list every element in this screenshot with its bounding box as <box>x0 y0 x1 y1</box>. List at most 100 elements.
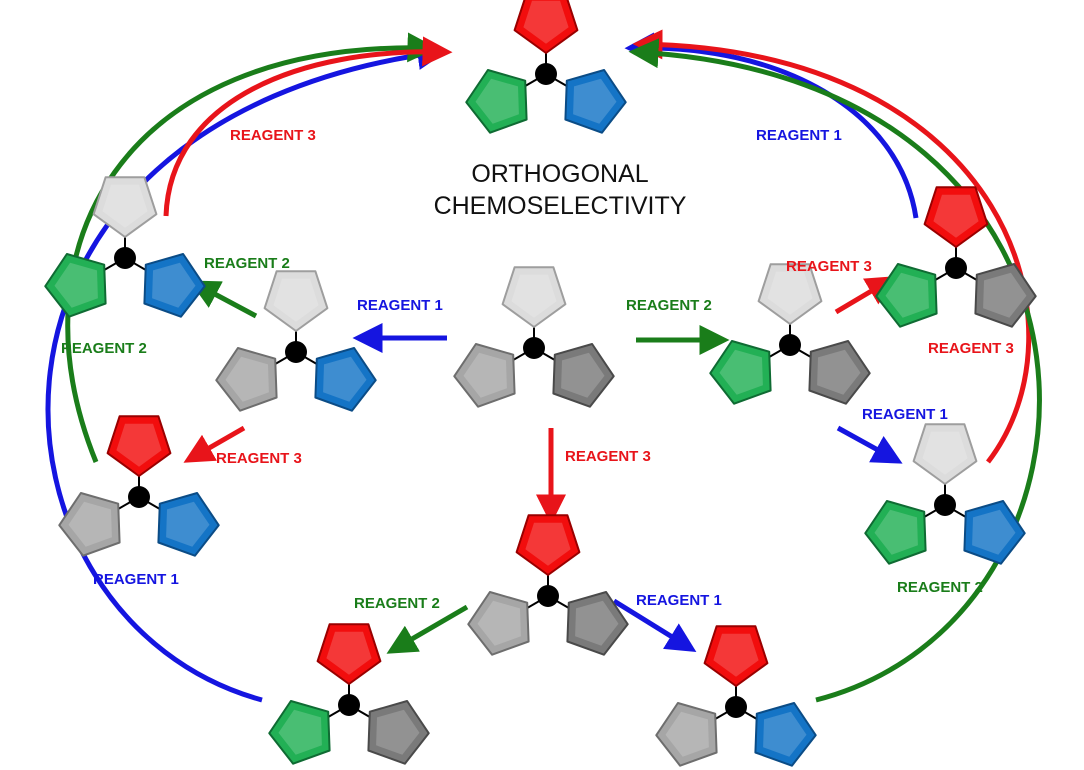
arrow-r1-to-r1r2 <box>189 280 258 319</box>
pentagon-highlight <box>326 631 372 675</box>
pentagon-highlight <box>933 194 979 238</box>
molecule-after-r3-r1 <box>655 625 817 767</box>
label-reagent1-arc-bottom-left: REAGENT 1 <box>93 571 179 588</box>
molecule-after-r1-r3 <box>58 415 220 557</box>
pentagon-highlight <box>152 262 196 308</box>
pentagon-top-red <box>316 623 382 685</box>
pentagon-highlight <box>573 78 617 124</box>
arc-left-red <box>163 36 453 217</box>
pentagon-top-white <box>263 270 329 332</box>
molecule-after-r2-r1 <box>864 423 1026 565</box>
label-reagent1-arc-right: REAGENT 1 <box>756 127 842 144</box>
center-atom <box>338 694 360 716</box>
pentagon-highlight <box>713 633 759 677</box>
arrow-r1-to-r1r3 <box>183 425 246 463</box>
pentagon-highlight <box>561 352 605 398</box>
molecule-after-r2-r3 <box>875 186 1037 328</box>
diagram-title: ORTHOGONAL CHEMOSELECTIVITY <box>430 158 690 222</box>
pentagon-top-white <box>92 176 158 238</box>
pentagon-highlight <box>323 356 367 402</box>
center-atom <box>128 486 150 508</box>
pentagon-highlight <box>525 522 571 566</box>
pentagon-highlight <box>463 352 507 398</box>
pentagon-highlight <box>278 709 322 755</box>
arc-right-red <box>632 29 1032 464</box>
pentagon-highlight <box>763 711 807 757</box>
arc-right-green <box>628 38 1042 703</box>
label-reagent3-center-down: REAGENT 3 <box>565 448 651 465</box>
label-reagent2-left-up: REAGENT 2 <box>204 255 290 272</box>
pentagon-highlight <box>874 509 918 555</box>
pentagon-highlight <box>166 501 210 547</box>
pentagon-right-darkgray <box>552 343 615 408</box>
pentagon-highlight <box>767 271 813 315</box>
pentagon-highlight <box>885 272 929 318</box>
pentagon-top-red <box>106 415 172 477</box>
pentagon-highlight <box>983 272 1027 318</box>
arrow-r2-to-r2r1 <box>836 425 903 464</box>
pentagon-highlight <box>665 711 709 757</box>
pentagon-top-white <box>501 266 567 328</box>
molecule-after-r1 <box>215 270 377 412</box>
molecule-final <box>465 0 627 134</box>
pentagon-highlight <box>817 349 861 395</box>
label-reagent2-center-right: REAGENT 2 <box>626 297 712 314</box>
pentagon-top-red <box>513 0 579 54</box>
pentagon-right-darkgray <box>808 340 871 405</box>
pentagon-top-white <box>912 423 978 485</box>
center-atom <box>945 257 967 279</box>
arrow-r2-to-r2r3 <box>834 276 897 315</box>
pentagon-right-blue <box>564 69 627 134</box>
pentagon-left-lightgray <box>453 343 516 408</box>
label-reagent3-arc-right: REAGENT 3 <box>928 340 1014 357</box>
label-reagent3-left-down: REAGENT 3 <box>216 450 302 467</box>
pentagon-highlight <box>523 0 569 44</box>
center-atom <box>725 696 747 718</box>
center-atom <box>779 334 801 356</box>
pentagon-highlight <box>719 349 763 395</box>
pentagon-right-blue <box>754 702 817 767</box>
pentagon-highlight <box>475 78 519 124</box>
molecule-start <box>453 266 615 408</box>
pentagon-highlight <box>376 709 420 755</box>
label-reagent2-arc-left: REAGENT 2 <box>61 340 147 357</box>
label-reagent2-arc-bottom-right: REAGENT 2 <box>897 579 983 596</box>
pentagon-highlight <box>922 431 968 475</box>
label-reagent3-arc-left: REAGENT 3 <box>230 127 316 144</box>
center-atom <box>285 341 307 363</box>
pentagon-top-red <box>923 186 989 248</box>
label-reagent1-right-down: REAGENT 1 <box>862 406 948 423</box>
title-line-1: ORTHOGONAL <box>471 160 649 188</box>
molecule-after-r2 <box>709 263 871 405</box>
pentagon-top-red <box>515 514 581 576</box>
pentagon-right-darkgray <box>974 263 1037 328</box>
pentagon-left-lightgray <box>467 591 530 656</box>
arrow-r3-to-r3r1 <box>612 598 697 652</box>
pentagon-highlight <box>575 600 619 646</box>
center-atom <box>535 63 557 85</box>
pentagon-highlight <box>102 184 148 228</box>
label-reagent1-bottom-right: REAGENT 1 <box>636 592 722 609</box>
pentagon-right-blue <box>143 253 206 318</box>
pentagon-highlight <box>54 262 98 308</box>
pentagon-highlight <box>273 278 319 322</box>
pentagon-top-white <box>757 263 823 325</box>
title-line-2: CHEMOSELECTIVITY <box>433 192 687 220</box>
arc-left-blue <box>45 40 448 703</box>
pentagon-right-darkgray <box>566 591 629 656</box>
arrow-r3-to-r3r2 <box>386 604 469 654</box>
pentagon-right-blue <box>314 347 377 412</box>
pentagon-left-green <box>44 253 107 318</box>
pentagon-highlight <box>477 600 521 646</box>
pentagon-highlight <box>972 509 1016 555</box>
pentagon-left-lightgray <box>58 492 121 557</box>
molecule-after-r1-r2 <box>44 176 206 318</box>
pentagon-left-green <box>709 340 772 405</box>
pentagon-highlight <box>68 501 112 547</box>
molecule-after-r3 <box>467 514 629 656</box>
center-atom <box>114 247 136 269</box>
center-atom <box>537 585 559 607</box>
pentagon-top-red <box>703 625 769 687</box>
